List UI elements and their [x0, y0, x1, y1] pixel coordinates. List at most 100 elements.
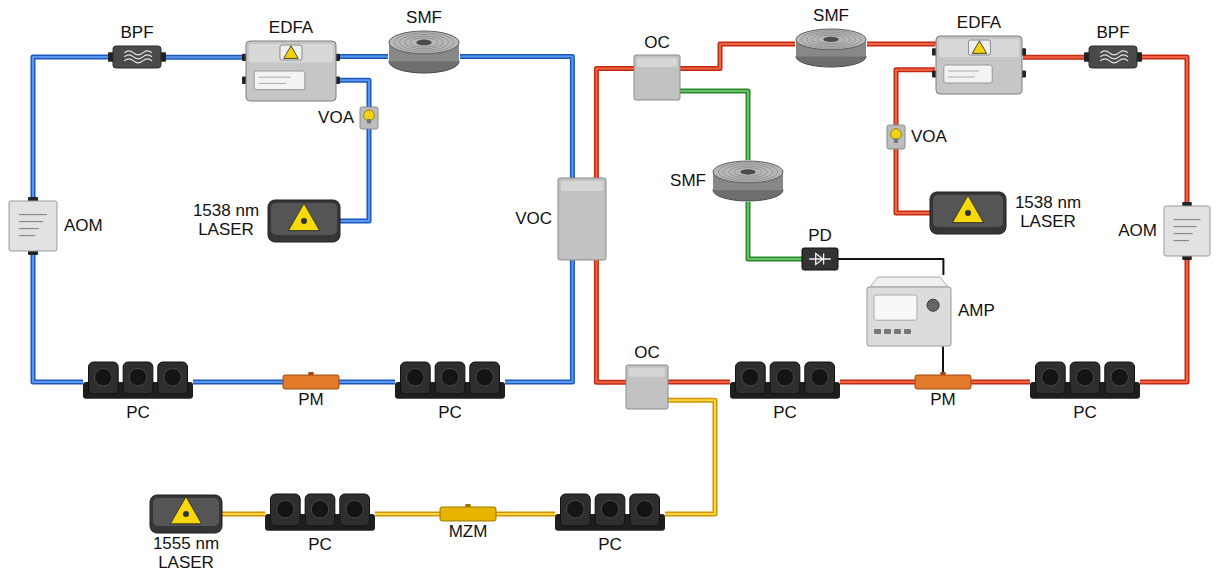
- optical-fiber: [896, 149, 930, 213]
- fiber-core: [596, 69, 634, 179]
- icon-part: [734, 168, 762, 177]
- icon-part: [884, 329, 891, 334]
- icon-part: [936, 36, 1022, 94]
- optical-fiber: [1140, 257, 1187, 382]
- icon-part: [158, 362, 188, 394]
- fiber-group: [460, 56, 572, 178]
- fiber-group: [337, 80, 369, 107]
- icon-part: [1105, 362, 1135, 394]
- component-icon: [730, 362, 840, 402]
- optical-fiber: [668, 380, 730, 385]
- optical-component: PD: [802, 248, 838, 270]
- icon-part: [595, 494, 625, 526]
- optical-fiber: [33, 57, 108, 200]
- icon-part: [894, 138, 898, 143]
- icon-part: [948, 77, 974, 78]
- icon-part: [933, 195, 1003, 227]
- fiber-core: [1140, 257, 1187, 382]
- optical-component: OC: [626, 365, 668, 409]
- icon-part: [476, 368, 494, 386]
- fiber-core: [867, 44, 935, 45]
- component-icon: [626, 365, 668, 409]
- icon-part: [629, 368, 665, 377]
- icon-part: [283, 375, 339, 389]
- icon-part: [280, 45, 302, 60]
- fiber-group: [339, 382, 395, 383]
- component-label: 1538 nm LASER: [190, 202, 262, 239]
- icon-part: [874, 295, 917, 320]
- icon-part: [940, 372, 946, 375]
- fiber-group: [896, 149, 930, 213]
- fiber-core: [166, 56, 245, 58]
- component-icon: [440, 507, 496, 521]
- fiber-core: [1023, 56, 1084, 58]
- icon-part: [930, 192, 1006, 234]
- icon-part: [1174, 219, 1201, 220]
- fiber-group: [596, 260, 626, 382]
- icon-part: [360, 107, 378, 129]
- icon-part: [736, 362, 766, 394]
- component-label: PC: [308, 536, 332, 555]
- component-icon: [634, 55, 680, 100]
- icon-part: [939, 39, 1019, 57]
- icon-part: [19, 228, 39, 229]
- component-icon: [1030, 362, 1140, 402]
- component-icon: [360, 107, 378, 129]
- fiber-core: [896, 149, 930, 213]
- optical-component: OC: [634, 55, 680, 100]
- optical-component: SMF: [795, 28, 867, 68]
- fiber-group: [943, 347, 944, 375]
- component-label: SMF: [813, 7, 849, 26]
- icon-part: [1089, 46, 1137, 68]
- component-label: SMF: [406, 9, 442, 28]
- fiber-group: [840, 382, 915, 383]
- optical-fiber: [840, 380, 915, 385]
- optical-component: AMP: [866, 275, 952, 347]
- optical-fiber: [33, 252, 83, 382]
- component-icon: [795, 28, 867, 68]
- icon-part: [407, 368, 425, 386]
- component-label: PC: [438, 404, 462, 423]
- fiber-group: [496, 514, 555, 515]
- icon-part: [129, 368, 147, 386]
- icon-part: [630, 494, 660, 526]
- icon-part: [636, 500, 654, 518]
- icon-part: [567, 500, 585, 518]
- fiber-group: [33, 252, 83, 382]
- optical-component: SMF: [388, 30, 460, 74]
- icon-part: [811, 368, 829, 386]
- icon-part: [874, 329, 881, 334]
- component-label: VOA: [318, 109, 354, 128]
- optical-fiber: [505, 260, 572, 382]
- icon-part: [470, 362, 500, 394]
- component-icon: [802, 248, 838, 270]
- fiber-core: [496, 513, 555, 515]
- component-label: PC: [773, 404, 797, 423]
- icon-part: [1070, 362, 1100, 394]
- fiber-group: [1140, 257, 1187, 382]
- fiber-core: [840, 381, 915, 383]
- optical-fiber: [375, 512, 440, 517]
- component-label: BPF: [1096, 24, 1129, 43]
- optical-component: VOA: [360, 107, 378, 129]
- component-label: PC: [1073, 404, 1097, 423]
- icon-part: [259, 83, 287, 84]
- fiber-group: [668, 382, 730, 383]
- icon-part: [1174, 240, 1189, 241]
- optical-fiber: [896, 70, 935, 125]
- component-label: VOC: [515, 210, 552, 229]
- component-icon: [83, 362, 193, 402]
- fiber-core: [748, 202, 802, 259]
- icon-part: [561, 181, 603, 191]
- icon-part: [952, 195, 983, 222]
- fiber-core: [339, 381, 395, 383]
- optical-fiber: [680, 91, 748, 160]
- component-label: PC: [598, 536, 622, 555]
- component-label: BPF: [120, 24, 153, 43]
- fiber-core: [680, 44, 795, 69]
- icon-part: [870, 277, 948, 287]
- fiber-core: [680, 91, 748, 160]
- fiber-group: [193, 382, 283, 383]
- icon-part: [249, 44, 333, 63]
